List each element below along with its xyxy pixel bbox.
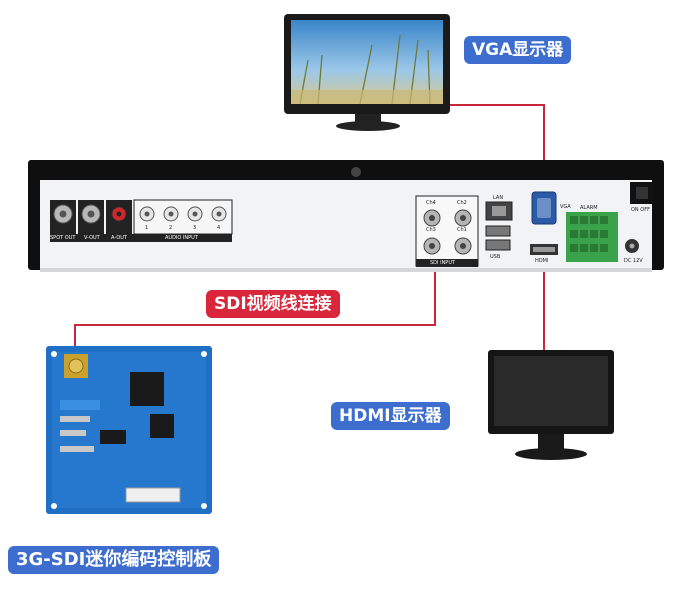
lan-label: LAN — [493, 195, 504, 201]
usb-label: USB — [490, 254, 501, 260]
audio-number-2: 2 — [169, 225, 173, 231]
alarm-label: ALARM — [580, 205, 598, 211]
audio-number-4: 4 — [217, 225, 221, 231]
vga-monitor-label: VGA显示器 — [464, 36, 572, 64]
power-switch — [630, 182, 654, 204]
spot-out-label: SPOT OUT — [50, 235, 76, 241]
dc-power-jack — [625, 239, 639, 253]
ch2-label: Ch2 — [457, 200, 467, 206]
dc-label: DC 12V — [624, 258, 643, 264]
sdi-cable-label: SDI视频线连接 — [206, 290, 340, 318]
vga-port — [531, 191, 557, 225]
hdmi-monitor-label: HDMI显示器 — [331, 402, 450, 430]
ch4-label: Ch4 — [426, 200, 436, 206]
ch3-label: Ch3 — [426, 227, 436, 233]
hdmi-port-label: HDMI — [535, 258, 549, 264]
lan-usb-ports — [485, 201, 513, 251]
audio-input-connectors — [133, 199, 233, 235]
alarm-terminal-block — [566, 212, 618, 262]
sdi-connection-line — [74, 258, 436, 365]
v-out-label: V-OUT — [84, 235, 100, 241]
sdi-input-label: SDI INPUT — [430, 260, 456, 266]
encoder-board-label: 3G-SDI迷你编码控制板 — [8, 546, 220, 574]
on-off-label: ON OFF — [631, 207, 650, 213]
hdmi-port — [530, 244, 558, 255]
audio-number-3: 3 — [193, 225, 197, 231]
a-out-label: A-OUT — [111, 235, 127, 241]
sdi-input-block — [415, 195, 479, 267]
vga-port-label: VGA — [560, 204, 571, 210]
audio-input-label: AUDIO INPUT — [165, 235, 198, 241]
spot-out-connector — [50, 200, 76, 234]
v-out-connector — [78, 200, 104, 234]
ch1-label: Ch1 — [457, 227, 467, 233]
a-out-connector — [106, 200, 132, 234]
audio-number-1: 1 — [145, 225, 149, 231]
